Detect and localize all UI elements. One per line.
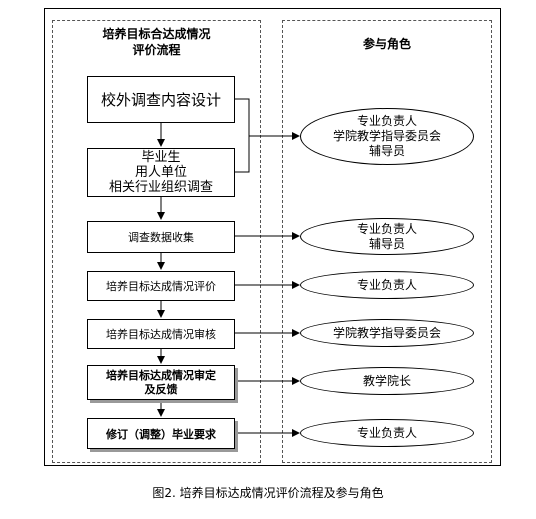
role-group-3: 专业负责人 xyxy=(300,271,474,299)
step-evaluation: 培养目标达成情况评价 xyxy=(87,271,235,301)
step-label: 培养目标达成情况评价 xyxy=(106,280,216,293)
role-label: 专业负责人 辅导员 xyxy=(356,221,417,251)
step-label: 修订（调整）毕业要求 xyxy=(106,427,216,441)
role-group-5: 教学院长 xyxy=(300,367,474,395)
role-label: 教学院长 xyxy=(362,373,411,388)
role-group-6: 专业负责人 xyxy=(300,419,474,447)
role-group-1: 专业负责人 学院教学指导委员会 辅导员 xyxy=(300,108,474,165)
step-label: 培养目标达成情况审核 xyxy=(106,328,216,341)
step-survey-design: 校外调查内容设计 xyxy=(87,76,235,123)
step-label: 校外调查内容设计 xyxy=(100,91,221,109)
step-review: 培养目标达成情况审核 xyxy=(87,319,235,349)
process-panel-title-text: 培养目标合达成情况 评价流程 xyxy=(102,27,211,57)
process-panel xyxy=(52,20,261,463)
group-bracket xyxy=(235,98,250,173)
role-label: 专业负责人 xyxy=(356,425,417,440)
role-label: 专业负责人 xyxy=(356,277,417,292)
step-external-survey: 毕业生 用人单位 相关行业组织调查 xyxy=(87,148,235,197)
roles-panel xyxy=(282,20,492,463)
step-revise-requirements: 修订（调整）毕业要求 xyxy=(87,418,235,449)
outer-frame xyxy=(44,8,501,466)
figure-caption: 图2. 培养目标达成情况评价流程及参与角色 xyxy=(0,484,536,501)
step-approval-feedback: 培养目标达成情况审定 及反馈 xyxy=(87,365,235,400)
step-label: 培养目标达成情况审定 及反馈 xyxy=(106,368,216,396)
step-label: 调查数据收集 xyxy=(128,231,194,244)
figure-caption-text: 图2. 培养目标达成情况评价流程及参与角色 xyxy=(152,486,384,500)
step-data-collection: 调查数据收集 xyxy=(87,221,235,253)
role-label: 学院教学指导委员会 xyxy=(332,325,441,340)
step-label: 毕业生 用人单位 相关行业组织调查 xyxy=(108,150,213,195)
role-group-4: 学院教学指导委员会 xyxy=(300,319,474,347)
roles-panel-title-text: 参与角色 xyxy=(362,37,411,51)
roles-panel-title: 参与角色 xyxy=(282,36,492,52)
process-panel-title: 培养目标合达成情况 评价流程 xyxy=(52,26,261,58)
role-group-2: 专业负责人 辅导员 xyxy=(300,218,474,255)
role-label: 专业负责人 学院教学指导委员会 辅导员 xyxy=(332,114,441,158)
